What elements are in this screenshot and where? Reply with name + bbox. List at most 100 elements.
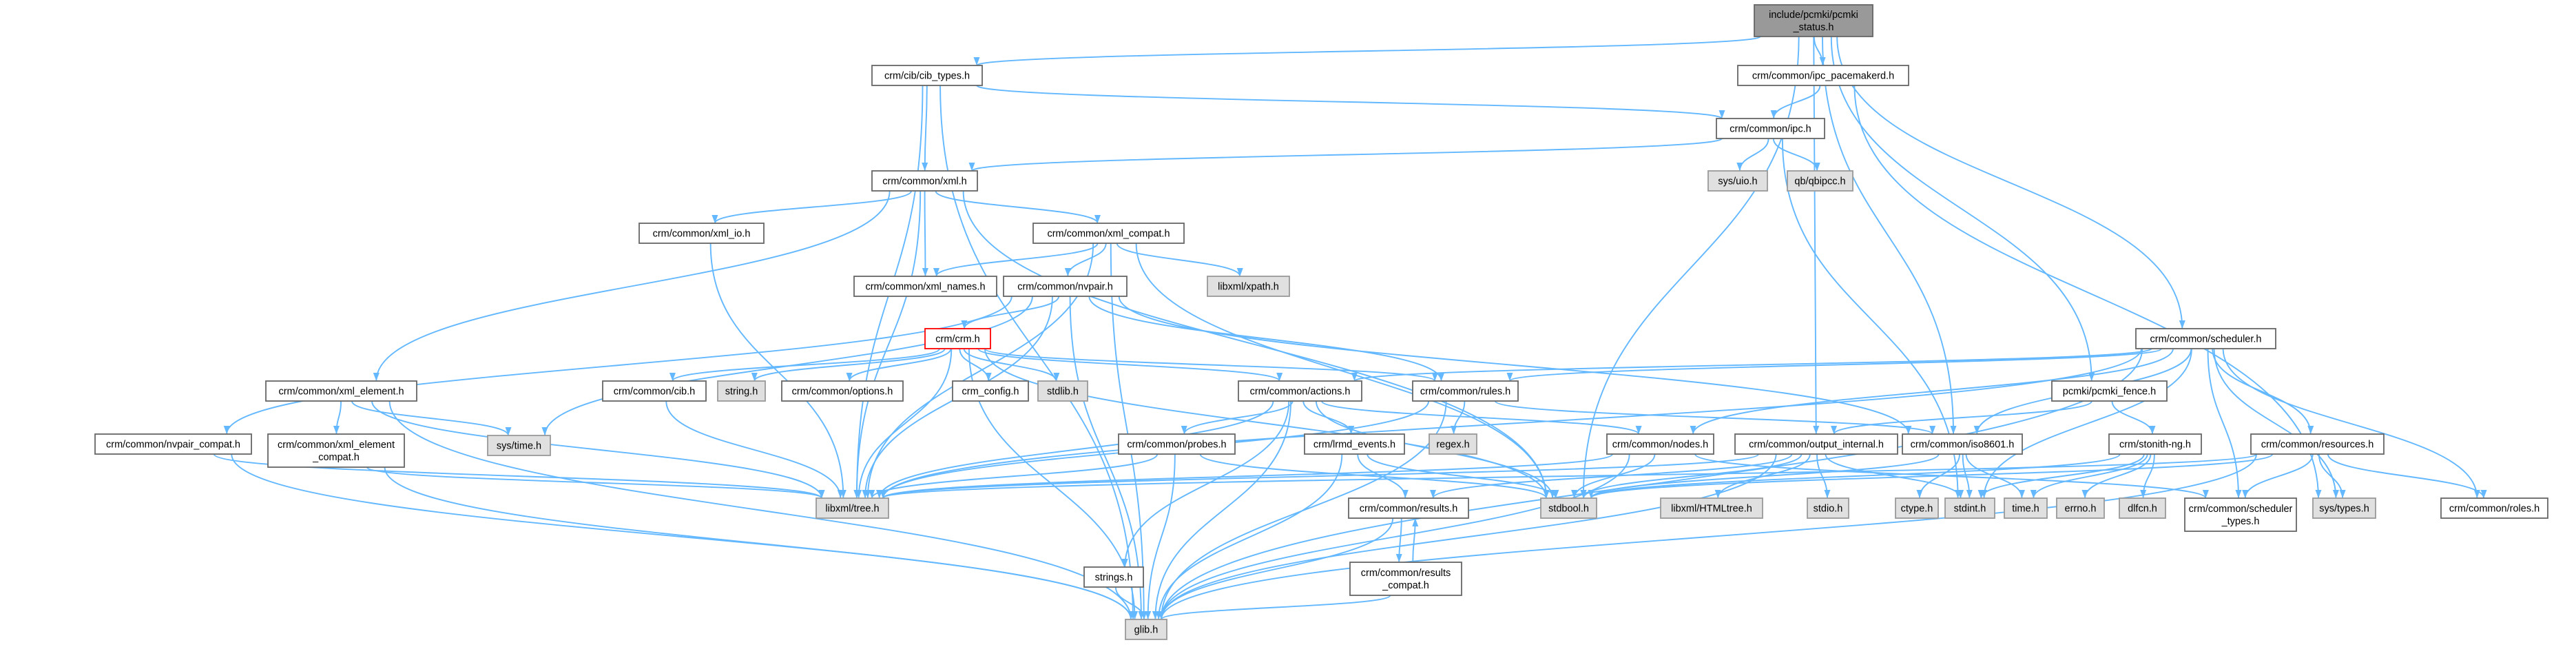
node-crm-stonith-ng-h[interactable]: crm/stonith-ng.h [2108,433,2202,455]
node-label: crm/common/nodes.h [1612,440,1708,451]
node-label: crm/common/xml_io.h [653,229,751,240]
node-crm-common-scheduler-types-h[interactable]: crm/common/scheduler_types.h [2184,497,2297,532]
node-box[interactable] [267,433,405,468]
node-label: crm/common/scheduler.h [2150,334,2262,345]
node-crm-common-results-h[interactable]: crm/common/results.h [1348,497,1469,519]
node-crm-common-nodes-h[interactable]: crm/common/nodes.h [1606,433,1714,455]
node-crm-common-nvpair-h[interactable]: crm/common/nvpair.h [1003,276,1128,297]
node-crm-config-h[interactable]: crm_config.h [952,380,1029,402]
node-label-line: sys/types.h [2319,504,2369,515]
node-crm-common-resources-h[interactable]: crm/common/resources.h [2250,433,2385,455]
node-box[interactable] [1902,433,2023,455]
node-box[interactable] [871,170,978,192]
node-crm-common-roles-h[interactable]: crm/common/roles.h [2440,497,2548,519]
node-box[interactable] [2440,497,2548,519]
node-box [1125,619,1167,640]
node-box[interactable] [1348,497,1469,519]
node-crm-common-ipc-h[interactable]: crm/common/ipc.h [1716,118,1825,139]
node-crm-common-xml-compat-h[interactable]: crm/common/xml_compat.h [1032,223,1185,244]
node-box[interactable] [1238,380,1362,402]
node-crm-cib-cib-types-h[interactable]: crm/cib/cib_types.h [871,65,983,86]
node-box[interactable] [1304,433,1405,455]
node-label: crm/common/options.h [792,387,893,398]
node-box [487,435,551,456]
node-label: crm/common/xml_element_compat.h [278,440,395,463]
node-crm-common-rules-h[interactable]: crm/common/rules.h [1412,380,1519,402]
edge-crm-common-resources-h-to-libxml-tree-h [880,453,2257,499]
node-crm-crm-h[interactable]: crm/crm.h [924,328,991,349]
node-label: crm/common/xml.h [882,176,966,187]
node-crm-common-scheduler-h[interactable]: crm/common/scheduler.h [2135,328,2276,349]
node-ctype-h: ctype.h [1895,497,1939,519]
edge-include-pcmki-pcmki-status-h-to-crm-common-iso8601-h [1822,36,1957,435]
node-label-line: libxml/xpath.h [1218,282,1279,293]
node-dlfcn-h: dlfcn.h [2119,497,2166,519]
node-box[interactable] [638,223,765,244]
node-box[interactable] [2108,433,2202,455]
node-box[interactable] [1716,118,1825,139]
edge-crm-common-resources-h-to-stdbool-h [1588,453,2274,499]
node-label: sys/time.h [497,441,541,452]
edge-crm-crm-h-to-crm-config-h [959,348,992,382]
node-box[interactable] [1606,433,1714,455]
node-crm-common-output-internal-h[interactable]: crm/common/output_internal.h [1734,433,1898,455]
node-box[interactable] [94,433,252,455]
edge-crm-common-output-internal-h-to-crm-common-results-h [1430,453,1793,499]
edge-include-pcmki-pcmki-status-h-to-crm-common-scheduler-h [1836,36,2185,329]
node-box[interactable] [1734,433,1898,455]
node-box[interactable] [1032,223,1185,244]
node-crm-common-ipc-pacemakerd-h[interactable]: crm/common/ipc_pacemakerd.h [1737,65,1909,86]
node-string-h: string.h [717,380,766,402]
node-label-line: stdbool.h [1548,504,1589,515]
node-box[interactable] [871,65,983,86]
node-crm-common-iso8601-h[interactable]: crm/common/iso8601.h [1902,433,2023,455]
node-label-line: _types.h [2221,516,2260,527]
node-box[interactable] [853,276,997,297]
node-box[interactable] [265,380,417,402]
node-label: crm/common/cib.h [614,387,695,398]
node-box[interactable] [2135,328,2276,349]
node-box[interactable] [2250,433,2385,455]
node-box[interactable] [781,380,904,402]
edge-crm-cib-cib-types-h-to-crm-common-xml-h [922,85,928,172]
node-box[interactable] [924,328,991,349]
node-label-line: crm/common/scheduler [2189,504,2293,515]
node-box[interactable] [1349,562,1462,596]
node-sys-types-h: sys/types.h [2312,497,2376,519]
node-box[interactable] [602,380,707,402]
node-strings-h[interactable]: strings.h [1083,566,1144,588]
node-pcmki-pcmki-fence-h[interactable]: pcmki/pcmki_fence.h [2051,380,2168,402]
node-crm-common-cib-h[interactable]: crm/common/cib.h [602,380,707,402]
node-box[interactable] [1003,276,1128,297]
node-crm-common-actions-h[interactable]: crm/common/actions.h [1238,380,1362,402]
edge-crm-common-scheduler-h-to-sys-types-h [2213,348,2339,499]
node-crm-common-xml-names-h[interactable]: crm/common/xml_names.h [853,276,997,297]
node-box[interactable] [952,380,1029,402]
node-crm-common-xml-element-compat-h[interactable]: crm/common/xml_element_compat.h [267,433,405,468]
node-box[interactable] [1412,380,1519,402]
node-crm-common-xml-io-h[interactable]: crm/common/xml_io.h [638,223,765,244]
edge-crm-common-xml-compat-h-to-libxml-xpath-h [1116,243,1243,277]
edge-crm-stonith-ng-h-to-errno-h [2081,453,2152,499]
node-label: libxml/HTMLtree.h [1671,504,1752,515]
node-box[interactable] [1118,433,1236,455]
node-box[interactable] [1737,65,1909,86]
node-label: crm/common/ipc_pacemakerd.h [1752,71,1894,82]
node-crm-common-probes-h[interactable]: crm/common/probes.h [1118,433,1236,455]
node-crm-common-nvpair-compat-h[interactable]: crm/common/nvpair_compat.h [94,433,252,455]
node-label-line: qb/qbipcc.h [1794,176,1845,187]
node-crm-common-xml-h[interactable]: crm/common/xml.h [871,170,978,192]
edge-crm-common-actions-h-to-glib-h [1152,400,1292,620]
node-box[interactable] [2051,380,2168,402]
node-label-line: crm/crm.h [935,334,979,345]
node-crm-common-results-compat-h[interactable]: crm/common/results_compat.h [1349,562,1462,596]
node-label-line: crm/common/iso8601.h [1911,440,2015,451]
edge-crm-common-nvpair-h-to-crm-common-rules-h [1088,296,1445,382]
node-qb-qbipcc-h: qb/qbipcc.h [1787,170,1853,192]
node-box[interactable] [1083,566,1144,588]
node-crm-common-xml-element-h[interactable]: crm/common/xml_element.h [265,380,417,402]
node-crm-common-options-h[interactable]: crm/common/options.h [781,380,904,402]
node-crm-lrmd-events-h[interactable]: crm/lrmd_events.h [1304,433,1405,455]
node-box[interactable] [2184,497,2297,532]
